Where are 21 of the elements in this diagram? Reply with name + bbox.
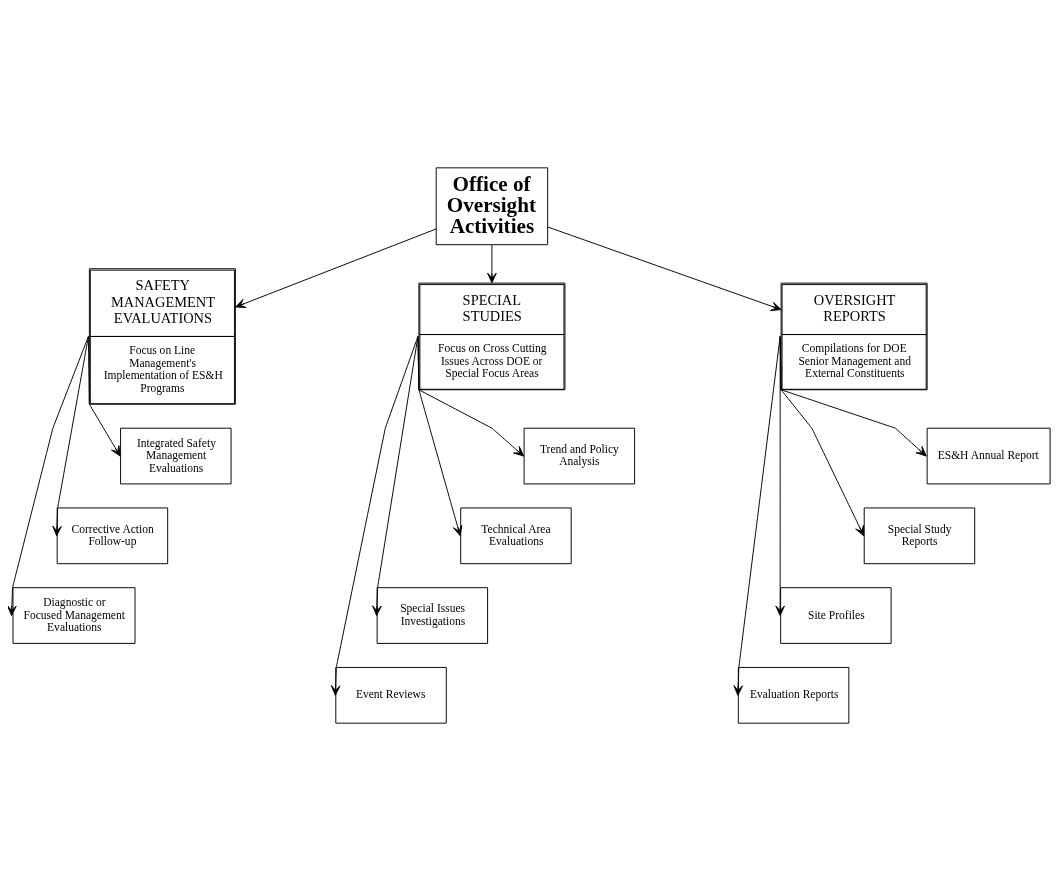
node-box: ES&H Annual Report — [926, 427, 1051, 484]
arrow — [733, 335, 781, 696]
node-box: Evaluation Reports — [737, 666, 850, 724]
node-box: Technical Area Evaluations — [460, 506, 572, 564]
arrow — [779, 335, 927, 457]
node-box: Office of Oversight Activities — [435, 166, 549, 245]
node-box: Diagnostic or Focused Management Evaluations — [12, 586, 136, 644]
arrow — [330, 335, 419, 696]
arrow — [417, 335, 463, 536]
arrow — [487, 244, 497, 283]
node-box: Corrective Action Follow-up — [56, 506, 169, 564]
node-box: Special Study Reports — [863, 506, 976, 564]
node-box: Site Profiles — [780, 586, 892, 644]
arrow — [52, 335, 89, 536]
node-box: Trend and Policy Analysis — [523, 427, 636, 484]
node-box: Integrated Safety Management Evaluations — [120, 427, 232, 484]
node-box: Event Reviews — [335, 666, 447, 724]
arrow — [235, 228, 437, 308]
arrow — [8, 335, 89, 616]
node-box: Special Issues Investigations — [376, 586, 489, 644]
arrow — [547, 226, 782, 311]
